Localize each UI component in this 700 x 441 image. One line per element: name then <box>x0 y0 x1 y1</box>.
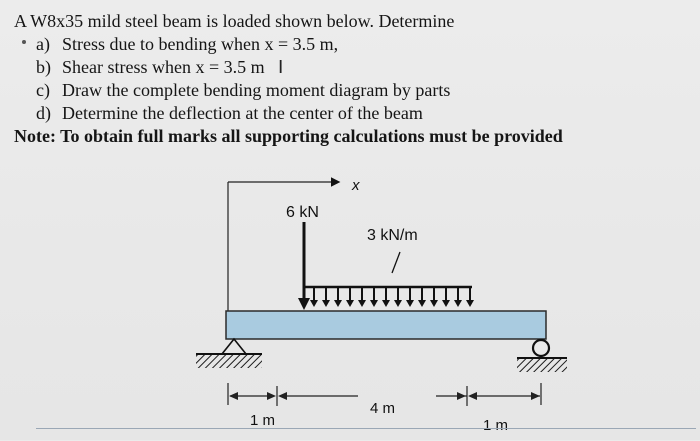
distributed-load-arrows <box>304 285 474 307</box>
ibeam-cursor-icon: I <box>278 57 284 78</box>
question-label: a) <box>36 34 50 54</box>
question-list: a) Stress due to bending when x = 3.5 m,… <box>14 33 684 125</box>
point-load-label: 6 kN <box>286 204 319 221</box>
question-text: Shear stress when x = 3.5 m <box>62 57 265 77</box>
beam <box>225 310 547 340</box>
question-item-a: a) Stress due to bending when x = 3.5 m, <box>36 33 684 56</box>
bullet-dot-icon <box>22 40 26 44</box>
span-middle-label: 4 m <box>370 400 395 417</box>
dimension-arrowheads <box>229 392 540 400</box>
question-item-d: d) Determine the deflection at the cente… <box>36 102 684 125</box>
question-label: d) <box>36 103 51 123</box>
distributed-load-label: 3 kN/m <box>367 227 418 244</box>
question-item-b: b) Shear stress when x = 3.5 m <box>36 56 684 79</box>
page-bottom-edge <box>36 428 696 441</box>
problem-statement: A W8x35 mild steel beam is loaded shown … <box>14 10 684 148</box>
question-text: Determine the deflection at the center o… <box>62 103 423 123</box>
span-left-label: 1 m <box>250 412 275 429</box>
problem-title: A W8x35 mild steel beam is loaded shown … <box>14 11 455 31</box>
distributed-load-leader <box>391 251 401 274</box>
question-label: c) <box>36 80 50 100</box>
dimension-lines <box>227 383 542 406</box>
roller-support-icon <box>517 338 567 372</box>
question-item-c: c) Draw the complete bending moment diag… <box>36 79 684 102</box>
question-label: b) <box>36 57 51 77</box>
x-axis-arrow <box>227 177 341 315</box>
question-text: Draw the complete bending moment diagram… <box>62 80 451 100</box>
question-text: Stress due to bending when x = 3.5 m, <box>62 34 339 54</box>
span-right-label: 1 m <box>483 417 508 434</box>
note-text: Note: To obtain full marks all supportin… <box>14 126 563 146</box>
x-axis-label: x <box>351 177 360 194</box>
pin-support-icon <box>196 337 262 368</box>
point-load-arrow <box>298 222 310 310</box>
